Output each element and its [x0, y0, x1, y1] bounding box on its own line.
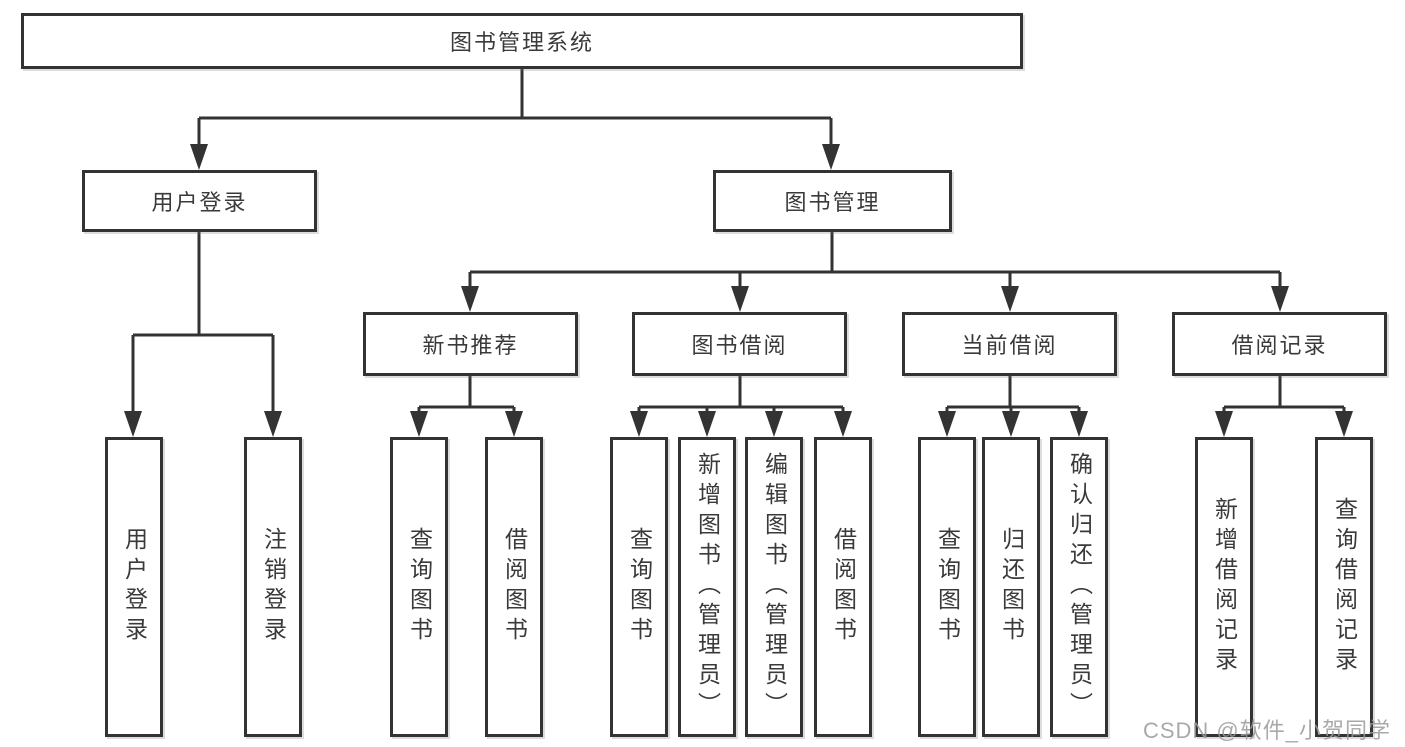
node-label: 借阅记录	[1231, 333, 1328, 358]
leaf-return-books: 归还图书	[982, 437, 1040, 737]
node-current-borrowing: 当前借阅	[902, 312, 1117, 376]
node-label: 查询借阅记录	[1331, 497, 1358, 677]
leaf-query-books-borrowing: 查询图书	[610, 437, 668, 737]
leaf-logout: 注销登录	[244, 437, 302, 737]
connector-path	[131, 69, 1346, 413]
node-label: 借阅图书	[501, 527, 528, 647]
leaf-add-books-admin: 新增图书（管理员）	[678, 437, 736, 737]
node-label: 图书管理	[784, 190, 881, 215]
leaf-query-borrow-record: 查询借阅记录	[1315, 437, 1373, 737]
node-label: 用户登录	[121, 527, 148, 647]
node-new-book-recommend: 新书推荐	[363, 312, 578, 376]
leaf-query-books-recommend: 查询图书	[390, 437, 448, 737]
node-label: 编辑图书（管理员）	[761, 452, 788, 722]
node-label: 归还图书	[998, 527, 1025, 647]
leaf-add-borrow-record: 新增借阅记录	[1195, 437, 1253, 737]
node-library-system: 图书管理系统	[21, 13, 1023, 69]
leaf-confirm-return-admin: 确认归还（管理员）	[1050, 437, 1108, 737]
leaf-edit-books-admin: 编辑图书（管理员）	[745, 437, 803, 737]
node-label: 当前借阅	[961, 333, 1058, 358]
node-label: 确认归还（管理员）	[1066, 452, 1093, 722]
node-label: 查询图书	[626, 527, 653, 647]
node-label: 图书借阅	[691, 333, 788, 358]
leaf-query-books-current: 查询图书	[918, 437, 976, 737]
node-label: 图书管理系统	[449, 30, 594, 55]
leaf-borrow-books: 借阅图书	[814, 437, 872, 737]
node-borrow-records: 借阅记录	[1172, 312, 1387, 376]
csdn-watermark: CSDN @软件_小贺同学	[1142, 718, 1391, 743]
node-book-management: 图书管理	[713, 170, 952, 232]
node-label: 新增图书（管理员）	[694, 452, 721, 722]
node-user-login: 用户登录	[82, 170, 317, 232]
node-label: 查询图书	[406, 527, 433, 647]
node-label: 新增借阅记录	[1211, 497, 1238, 677]
node-label: 注销登录	[260, 527, 287, 647]
leaf-user-login: 用户登录	[105, 437, 163, 737]
arrowheads	[124, 144, 1353, 437]
node-label: 新书推荐	[422, 333, 519, 358]
node-label: 查询图书	[934, 527, 961, 647]
node-book-borrowing: 图书借阅	[632, 312, 847, 376]
leaf-borrow-books-recommend: 借阅图书	[485, 437, 543, 737]
node-label: 借阅图书	[830, 527, 857, 647]
node-label: 用户登录	[151, 190, 248, 215]
